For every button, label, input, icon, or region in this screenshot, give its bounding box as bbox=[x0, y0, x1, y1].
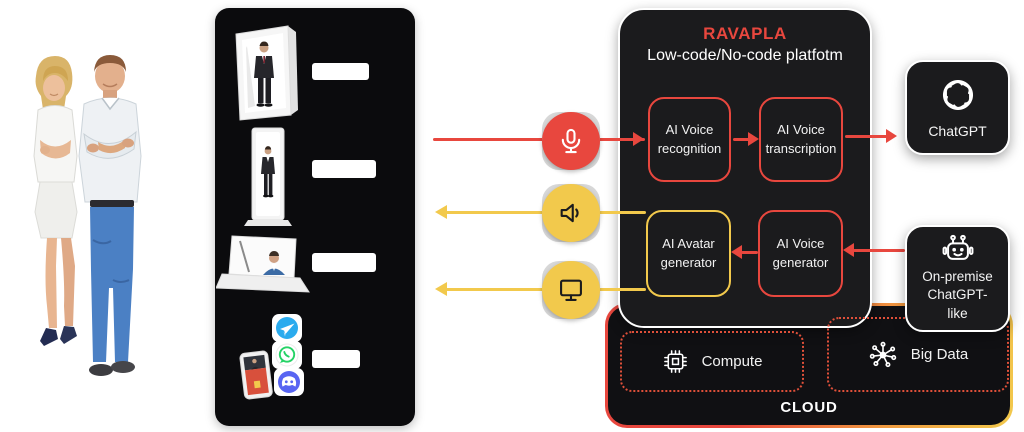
platform-subtitle: Low-code/No-code platfotm bbox=[647, 47, 843, 64]
onprem-label-line: like bbox=[947, 305, 968, 321]
cloud-label: CLOUD bbox=[780, 399, 838, 416]
monitor-arrowhead bbox=[435, 282, 447, 296]
ai-voice-recognition-box: AI Voice recognition bbox=[648, 97, 731, 182]
ai-voice-transcription-box: AI Voice transcription bbox=[759, 97, 843, 182]
mic-arrowhead bbox=[633, 132, 644, 146]
man-figure bbox=[78, 55, 142, 376]
whatsapp-icon bbox=[275, 343, 299, 367]
people-photo bbox=[33, 55, 142, 376]
robot-icon bbox=[942, 235, 973, 261]
openai-logo-icon bbox=[942, 79, 973, 110]
mic-arrow-line bbox=[433, 138, 645, 141]
box-label-line: AI Voice bbox=[665, 122, 714, 138]
laptop-device bbox=[216, 235, 310, 293]
speaker-arrowhead bbox=[435, 205, 447, 219]
mic-badge bbox=[542, 112, 600, 170]
ai-avatar-generator-box: AI Avatar generator bbox=[646, 210, 731, 297]
onprem-label-line: ChatGPT- bbox=[927, 287, 988, 303]
voicegen-to-avatar-line bbox=[741, 251, 758, 254]
platform-title: RAVAPLA bbox=[703, 24, 787, 43]
monitor-badge bbox=[542, 261, 600, 319]
chip-icon bbox=[663, 350, 687, 373]
redacted-label bbox=[312, 350, 360, 368]
onprem-label-line: On-premise bbox=[922, 269, 993, 285]
redacted-label bbox=[312, 63, 369, 80]
onprem-label: On-premise ChatGPT- like bbox=[922, 268, 993, 323]
bigdata-label: Big Data bbox=[910, 346, 969, 363]
monitor-icon bbox=[560, 279, 582, 301]
compute-label: Compute bbox=[701, 353, 763, 370]
ai-voice-generator-box: AI Voice generator bbox=[758, 210, 843, 297]
box-label-line: AI Voice bbox=[777, 122, 825, 138]
box-label-line: AI Voice bbox=[776, 236, 825, 252]
box-label-line: generator bbox=[772, 254, 829, 270]
box-label-line: generator bbox=[660, 254, 717, 270]
voicegen-to-avatar-arrowhead bbox=[731, 245, 742, 259]
onprem-chatgpt-card: On-premise ChatGPT- like bbox=[905, 225, 1010, 332]
network-icon bbox=[869, 341, 896, 367]
discord-icon bbox=[278, 371, 300, 393]
telegram-icon bbox=[276, 317, 298, 339]
chatgpt-label: ChatGPT bbox=[928, 122, 987, 139]
onprem-to-voicegen-arrowhead bbox=[843, 243, 854, 257]
transcription-to-chatgpt-arrowhead bbox=[886, 129, 897, 143]
transcription-to-chatgpt-line bbox=[845, 135, 893, 138]
phone-messengers-device bbox=[239, 314, 304, 400]
onprem-to-voicegen-line bbox=[853, 249, 905, 252]
vertical-display-device bbox=[244, 127, 292, 226]
redacted-label bbox=[312, 160, 376, 178]
hologram-box-device bbox=[235, 25, 298, 121]
recognition-to-transcription-arrowhead bbox=[748, 132, 759, 146]
compute-box: Compute bbox=[620, 331, 804, 392]
box-label-line: transcription bbox=[765, 140, 837, 156]
mic-icon bbox=[561, 128, 581, 154]
speaker-icon bbox=[560, 203, 579, 223]
box-label-line: recognition bbox=[657, 140, 722, 156]
box-label-line: AI Avatar bbox=[662, 236, 715, 252]
speaker-badge bbox=[542, 184, 600, 242]
redacted-label bbox=[312, 253, 376, 272]
chatgpt-card: ChatGPT bbox=[905, 60, 1010, 155]
platform-header: RAVAPLA Low-code/No-code platfotm bbox=[618, 24, 872, 65]
recognition-to-transcription-line bbox=[733, 138, 755, 141]
woman-figure bbox=[33, 56, 78, 346]
